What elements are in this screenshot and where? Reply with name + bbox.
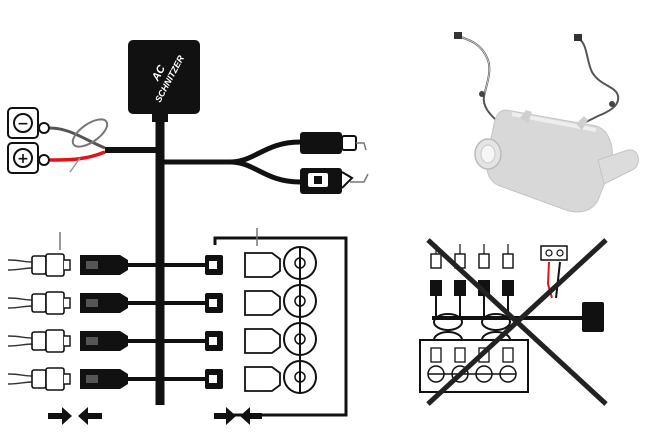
mini-harness-plug: [430, 280, 442, 296]
particulate-filter-illustration: [454, 32, 639, 213]
injector-plug: [244, 252, 281, 278]
ground-wire: [49, 126, 106, 150]
main-wiring-diagram: − + AC SCHNITZER: [7, 40, 369, 425]
negative-symbol: −: [17, 116, 29, 132]
sensor-wire-right: [573, 37, 620, 129]
mini-harness-plug: [502, 280, 514, 296]
negative-terminal: −: [7, 107, 50, 139]
original-plug-housing: [45, 253, 65, 277]
sensor-connector-upper: [300, 132, 367, 154]
fuse-holder-loop: [71, 118, 109, 148]
sensor-branch-cable: [160, 139, 301, 185]
sensor-connector-lower: [300, 168, 369, 194]
return-loop-cable: [213, 236, 348, 417]
original-plug-housing: [45, 367, 65, 391]
mini-control-module: [582, 302, 604, 332]
injector-plug: [244, 290, 281, 316]
harness-plug: [80, 369, 128, 389]
mini-injector-plug: [430, 347, 442, 363]
mini-plug: [430, 253, 442, 269]
mini-plug: [478, 253, 490, 269]
positive-terminal: +: [7, 142, 50, 174]
original-wire: [7, 373, 33, 385]
mini-link-loop: [433, 313, 463, 331]
harness-plug: [80, 331, 128, 351]
original-plug: [31, 331, 47, 351]
harness-plug: [80, 255, 128, 275]
original-plug: [31, 293, 47, 313]
arrow-left-icon: [78, 407, 102, 425]
mini-plug: [502, 253, 514, 269]
harness-plug: [80, 293, 128, 313]
x-cross-icon: [426, 238, 608, 406]
injector-connector-rows: [7, 246, 317, 394]
original-wire: [7, 259, 33, 271]
mini-battery-terminal: [540, 245, 568, 299]
arrow-right-icon: [214, 407, 236, 425]
dpf-canister: [486, 109, 613, 213]
injector-plug: [244, 328, 281, 354]
positive-symbol: +: [17, 151, 29, 167]
original-plug-housing: [45, 291, 65, 315]
positive-wire: [49, 150, 106, 162]
mini-harness-plug: [454, 280, 466, 296]
arrow-right-icon: [48, 407, 72, 425]
sensor-wire-left: [457, 35, 501, 125]
dpf-outlet-pipe: [597, 149, 639, 185]
control-module: AC SCHNITZER: [128, 40, 200, 122]
injector-plug: [244, 366, 281, 392]
original-plug-housing: [45, 329, 65, 353]
original-plug: [31, 369, 47, 389]
arrow-left-icon: [240, 407, 262, 425]
incorrect-installation-diagram: [419, 238, 608, 406]
original-wire: [7, 335, 33, 347]
mini-injector-plug: [454, 347, 466, 363]
original-wire: [7, 297, 33, 309]
original-plug: [31, 255, 47, 275]
mini-injector-plug: [502, 347, 514, 363]
mini-link-loop: [481, 313, 511, 331]
